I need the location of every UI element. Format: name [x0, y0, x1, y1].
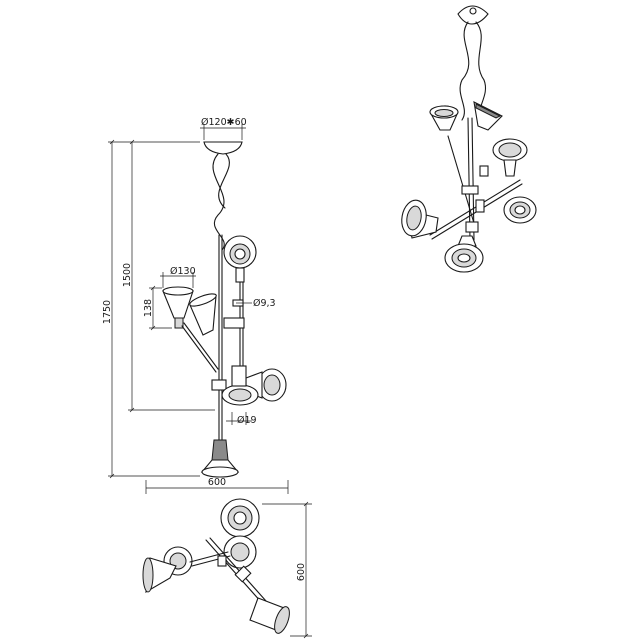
lamp-shade-upper-left [162, 286, 219, 373]
perspective-lamp-top-right [473, 101, 503, 131]
dim-shade-diameter: Ø130 [170, 266, 196, 277]
joint-block [223, 317, 245, 329]
dim-total-height: 1750 [102, 300, 113, 324]
joint-block [211, 379, 227, 391]
ceiling-canopy [203, 141, 243, 155]
dim-canopy: Ø120✱60 [201, 117, 247, 128]
top-view-lamp-upper [220, 498, 260, 538]
perspective-rod [467, 117, 471, 241]
top-view-lamp-lower-right [249, 597, 290, 634]
dim-shade-height: 138 [143, 299, 154, 317]
dim-joint-diameter: Ø19 [237, 415, 257, 426]
dim-suspension-height: 1500 [122, 263, 133, 287]
perspective-canopy [457, 5, 489, 25]
lamp-shade-lower-middle [221, 365, 259, 406]
lamp-shade-angled [189, 293, 217, 336]
front-elevation-view: 1750 1500 138 Ø130 Ø120✱60 Ø9,3 Ø19 [102, 117, 289, 494]
dim-width-front: 600 [208, 477, 226, 488]
perspective-lamp-far-right [503, 196, 537, 224]
top-view: 600 [142, 498, 312, 639]
perspective-lamp-right [492, 138, 528, 177]
perspective-view [401, 5, 537, 273]
dim-width-top: 600 [296, 563, 307, 581]
lamp-shade-upper-right [223, 235, 257, 283]
perspective-lamp-bottom [444, 235, 484, 273]
perspective-lamp-left [401, 199, 439, 239]
perspective-lamp-top-left [429, 105, 459, 131]
dim-rod-diameter: Ø9,3 [253, 298, 276, 309]
top-view-lamp-far-left [142, 557, 177, 594]
lamp-shade-bottom [200, 439, 240, 478]
